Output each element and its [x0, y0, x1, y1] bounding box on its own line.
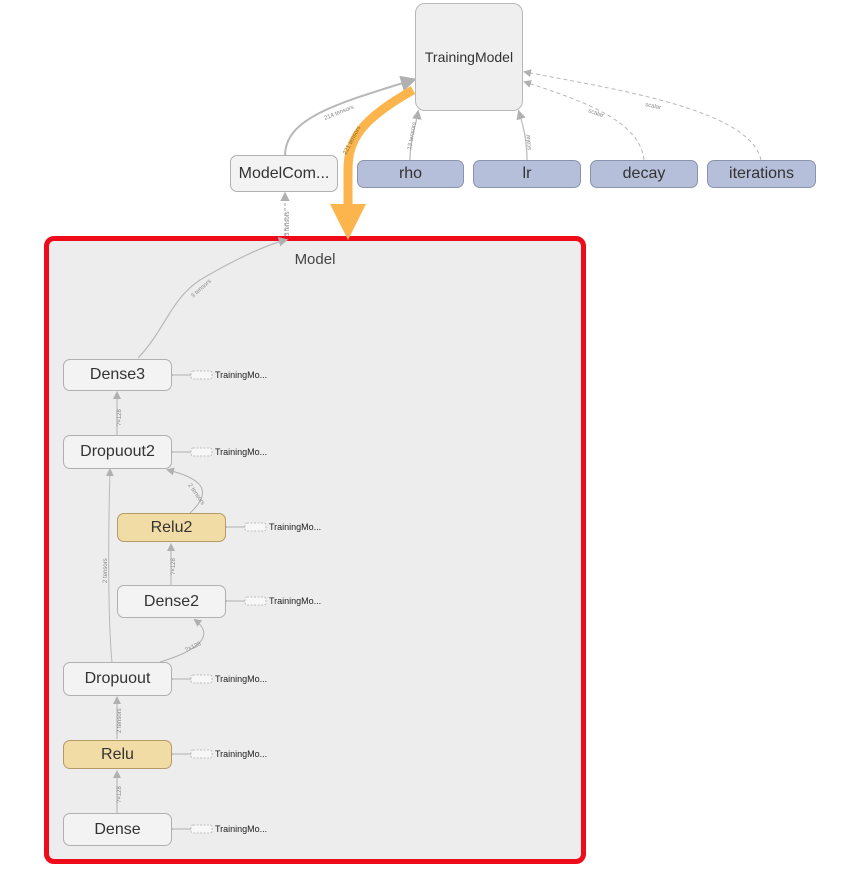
- dropout2-label: Dropuout2: [80, 443, 155, 460]
- edge-dropout-dense2: [159, 618, 205, 663]
- ref-connectors: [166, 371, 245, 833]
- edge-label-dense2-relu2: ?×128: [171, 557, 177, 575]
- relu2-node[interactable]: Relu2: [117, 513, 226, 542]
- dense2-label: Dense2: [143, 592, 200, 610]
- dropout-ref[interactable]: TrainingMo...: [215, 674, 268, 684]
- dropout2-ref[interactable]: TrainingMo...: [215, 447, 268, 457]
- iterations-label: iterations: [729, 165, 794, 182]
- relu-ref[interactable]: TrainingMo...: [215, 749, 268, 759]
- decay-label: decay: [622, 165, 666, 182]
- edge-label-dense3-out: 3 tensors: [190, 279, 212, 300]
- edge-label-dense-relu: ?×128: [117, 785, 123, 803]
- edge-label-dropout-dense2: ?×128: [184, 641, 202, 654]
- modelcomp-label: ModelCom...: [238, 164, 330, 182]
- modelcomp-node[interactable]: ModelCom...: [230, 155, 338, 192]
- edge-label-iterations-top: scalar: [645, 102, 662, 111]
- dropout2-node[interactable]: Dropuout2: [63, 435, 172, 469]
- rho-label: rho: [398, 165, 423, 182]
- lr-label: lr: [522, 165, 532, 182]
- edge-label-decay-top: scalar: [587, 108, 604, 119]
- edge-label-rho-top: 13 tensors: [407, 122, 418, 151]
- dense-node[interactable]: Dense: [63, 813, 172, 846]
- edge-label-model-modelcomp: 3 tensors: [285, 211, 291, 236]
- edge-model-top: [330, 86, 416, 240]
- edge-label-relu-dropout: 2 tensors: [117, 708, 123, 733]
- edge-iterations-top: [523, 69, 762, 161]
- dense3-label: Dense3: [89, 366, 146, 383]
- ref-stubs: [190, 370, 267, 834]
- edge-modelcomp-top: [284, 75, 417, 157]
- dense2-node[interactable]: Dense2: [117, 585, 226, 618]
- relu-node[interactable]: Relu: [63, 740, 172, 769]
- dropout-label: Dropuout: [84, 670, 151, 687]
- training-model-node[interactable]: TrainingModel: [415, 3, 523, 111]
- training-model-label: TrainingModel: [424, 49, 514, 65]
- rho-node[interactable]: rho: [357, 160, 464, 188]
- iterations-node[interactable]: iterations: [707, 160, 816, 188]
- model-title: Model: [294, 251, 336, 268]
- dense-label: Dense: [94, 820, 141, 838]
- edge-label-dropout-dropout2: 2 tensors: [103, 558, 109, 583]
- dense3-node[interactable]: Dense3: [63, 359, 172, 391]
- edge-label-dropout2-dense3: ?×128: [117, 408, 123, 426]
- edge-dense3-out: [137, 237, 289, 359]
- dense2-ref[interactable]: TrainingMo...: [269, 596, 322, 606]
- relu-label: Relu: [101, 745, 134, 763]
- decay-node[interactable]: decay: [590, 160, 698, 188]
- relu2-ref[interactable]: TrainingMo...: [269, 522, 322, 532]
- lr-node[interactable]: lr: [473, 160, 581, 188]
- dense-ref[interactable]: TrainingMo...: [215, 824, 268, 834]
- dropout-node[interactable]: Dropuout: [63, 662, 172, 696]
- edge-relu2-dropout2: [166, 467, 203, 514]
- edge-decay-top: [523, 80, 645, 161]
- edge-rho-top: [409, 109, 422, 161]
- edge-label-lr-top: scalar: [526, 134, 533, 150]
- relu2-label: Relu2: [150, 518, 193, 536]
- edge-label-modelcomp-top: 214 tensors: [324, 105, 355, 122]
- dense3-ref[interactable]: TrainingMo...: [215, 370, 268, 380]
- edge-dropout-dropout2: [105, 468, 114, 663]
- edge-lr-top: [516, 109, 528, 161]
